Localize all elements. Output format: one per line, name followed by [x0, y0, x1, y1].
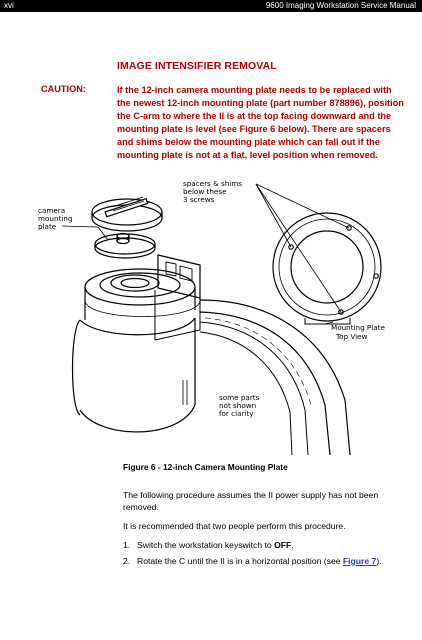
camera-mounting-plate-figure: camera mounting plate spacers & shims be… — [38, 179, 385, 456]
page-header: xvi 9600 Imaging Workstation Service Man… — [0, 0, 422, 12]
step-text-end: ). — [376, 556, 382, 566]
c-arm-band — [199, 299, 351, 456]
step-text-end: . — [291, 540, 294, 550]
camera-mounting-plate-drawing — [91, 196, 163, 259]
caution-label: CAUTION: — [41, 84, 86, 94]
caution-text: If the 12-inch camera mounting plate nee… — [117, 85, 404, 160]
label-spacers-1: spacers & shims — [183, 179, 242, 188]
step-item: 1. Switch the workstation keyswitch to OF… — [123, 540, 418, 550]
manual-title: 9600 Imaging Workstation Service Manual — [265, 1, 416, 10]
figure-caption: Figure 6 - 12-inch Camera Mounting Plate — [123, 462, 288, 472]
step-item: 2. Rotate the C until the II is in a hori… — [123, 556, 418, 566]
leader-lines — [61, 183, 350, 325]
label-top-view-2: Top View — [335, 332, 368, 341]
page-number: xvi — [4, 1, 14, 10]
label-note-2: not shown — [219, 401, 256, 410]
figure-labels: camera mounting plate spacers & shims be… — [38, 179, 385, 418]
mounting-plate-top-view-drawing — [272, 212, 382, 325]
label-spacers-3: 3 screws — [183, 195, 215, 204]
label-top-view-1: Mounting Plate — [331, 323, 385, 332]
label-spacers-2: below these — [183, 187, 227, 196]
label-camera-1: camera — [38, 206, 65, 215]
figure-7-link[interactable]: Figure 7 — [342, 556, 377, 566]
step-text: Switch the workstation keyswitch to — [137, 540, 275, 550]
step-emphasis: OFF — [274, 540, 292, 550]
step-text: Rotate the C until the II is in a horizo… — [137, 556, 343, 566]
label-camera-3: plate — [38, 222, 57, 231]
label-camera-2: mounting — [38, 214, 72, 223]
step-number: 1. — [123, 540, 131, 550]
label-note-1: some parts — [219, 393, 260, 402]
camera-body-drawing — [71, 254, 201, 433]
paragraph-assumption: The following procedure assumes the II p… — [123, 490, 379, 512]
section-title: IMAGE INTENSIFIER REMOVAL — [117, 60, 277, 72]
paragraph-recommendation: It is recommended that two people perfor… — [123, 521, 346, 531]
step-number: 2. — [123, 556, 131, 566]
label-note-3: for clarity — [219, 409, 254, 418]
